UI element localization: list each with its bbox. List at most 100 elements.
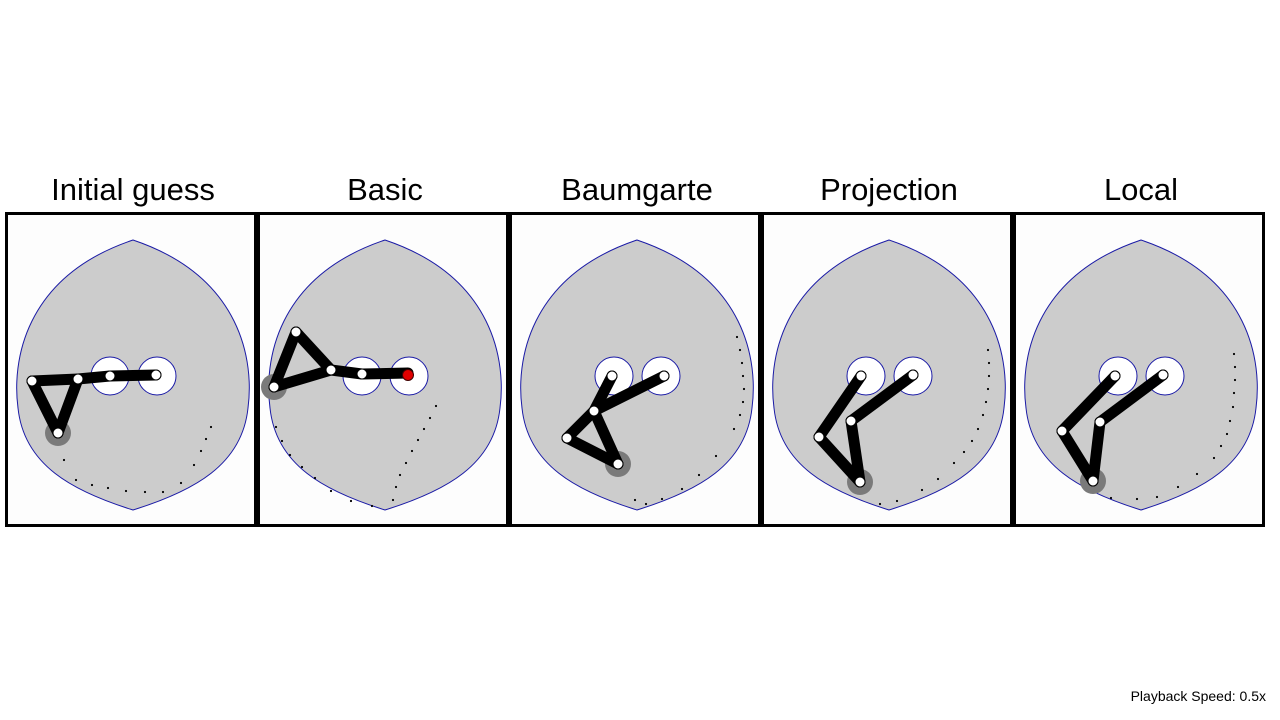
joint xyxy=(907,369,919,381)
joint xyxy=(1157,369,1169,381)
trajectory-dot xyxy=(428,416,432,420)
simulation-canvas xyxy=(520,239,754,511)
trajectory-dot xyxy=(124,489,128,493)
trajectory-dot xyxy=(410,449,414,453)
linkage-bar xyxy=(588,405,624,470)
joint xyxy=(588,405,600,417)
linkage-bar xyxy=(1087,416,1106,487)
trajectory-dot xyxy=(1231,405,1235,409)
trajectory-dot xyxy=(1228,419,1232,423)
joint xyxy=(52,427,64,439)
linkage-bar xyxy=(1056,425,1099,487)
joint xyxy=(325,364,337,376)
trajectory-dot xyxy=(732,427,736,431)
joint xyxy=(26,375,38,387)
trajectory-dot xyxy=(192,463,196,467)
trajectory-dot xyxy=(878,502,882,506)
trajectory-dot xyxy=(986,387,990,391)
joint xyxy=(290,326,302,338)
trajectory-dot xyxy=(288,453,292,457)
trajectory-dot xyxy=(161,490,165,494)
joint xyxy=(1087,475,1099,487)
trajectory-dot xyxy=(434,404,438,408)
trajectory-dot xyxy=(1155,495,1159,499)
panel-canvas xyxy=(257,212,509,527)
joint xyxy=(104,370,116,382)
trajectory-dot xyxy=(143,490,147,494)
trajectory-dot xyxy=(987,361,991,365)
violation-joint xyxy=(402,369,414,381)
trajectory-dot xyxy=(1232,391,1236,395)
linkage-bar xyxy=(1056,370,1121,437)
trajectory-dot xyxy=(697,473,701,477)
trajectory-dot xyxy=(1195,472,1199,476)
trajectory-dot xyxy=(204,437,208,441)
trajectory-dot xyxy=(280,439,284,443)
panel-title: Basic xyxy=(347,172,423,207)
trajectory-dot xyxy=(370,504,374,508)
trajectory-dot xyxy=(1233,365,1237,369)
linkage-bar xyxy=(561,432,624,470)
linkage-bar xyxy=(813,431,866,488)
trajectory-dot xyxy=(962,450,966,454)
panel-canvas xyxy=(509,212,761,527)
trajectory-dot xyxy=(422,427,426,431)
trajectory-dot xyxy=(209,425,213,429)
trajectory-dot xyxy=(1233,378,1237,382)
trajectory-dot xyxy=(313,476,317,480)
simulation-canvas xyxy=(16,239,250,511)
trajectory-dot xyxy=(970,439,974,443)
joint xyxy=(268,381,280,393)
panel-title: Baumgarte xyxy=(561,172,713,207)
linkage-bar xyxy=(268,364,337,393)
joint xyxy=(356,368,368,380)
workspace-region xyxy=(1024,239,1258,511)
linkage-bar xyxy=(561,405,600,444)
joint xyxy=(845,415,857,427)
trajectory-dot xyxy=(644,502,648,506)
trajectory-dot xyxy=(1212,456,1216,460)
trajectory-dot xyxy=(680,487,684,491)
trajectory-dot xyxy=(742,387,746,391)
panel-canvas xyxy=(5,212,257,527)
trajectory-dot xyxy=(1225,432,1229,436)
linkage-bar xyxy=(1094,369,1169,428)
linkage-bar xyxy=(588,370,670,417)
trajectory-dot xyxy=(633,498,637,502)
trajectory-dot xyxy=(936,477,940,481)
trajectory-dot xyxy=(986,348,990,352)
linkage-bar xyxy=(26,373,84,387)
linkage-bar xyxy=(845,369,919,427)
playback-speed-label: Playback Speed: 0.5x xyxy=(1130,688,1266,704)
trajectory-dot xyxy=(106,486,110,490)
trajectory-dot xyxy=(738,348,742,352)
joint xyxy=(813,431,825,443)
simulation-canvas xyxy=(772,239,1006,511)
trajectory-dot xyxy=(179,481,183,485)
trajectory-dot xyxy=(714,454,718,458)
workspace-region xyxy=(520,239,754,511)
linkage-bar xyxy=(104,369,162,382)
trajectory-dot xyxy=(300,465,304,469)
trajectory-dot xyxy=(199,449,203,453)
trajectory-dot xyxy=(984,400,988,404)
trajectory-dot xyxy=(394,485,398,489)
trajectory-dot xyxy=(274,425,278,429)
trajectory-dot xyxy=(976,427,980,431)
trajectory-dot xyxy=(660,497,664,501)
joint xyxy=(606,370,618,382)
trajectory-dot xyxy=(90,483,94,487)
trajectory-dot xyxy=(1219,444,1223,448)
linkage-bar xyxy=(845,415,866,488)
simulation-canvas xyxy=(261,239,502,511)
linkage-bar xyxy=(290,326,337,376)
panel-canvas xyxy=(761,212,1013,527)
linkage-bar xyxy=(356,367,414,380)
simulation-canvas xyxy=(1024,239,1258,511)
trajectory-dot xyxy=(1135,497,1139,501)
linkage-bar xyxy=(26,375,64,439)
trajectory-dot xyxy=(735,335,739,339)
joint xyxy=(854,476,866,488)
joint xyxy=(561,432,573,444)
trajectory-dot xyxy=(952,461,956,465)
